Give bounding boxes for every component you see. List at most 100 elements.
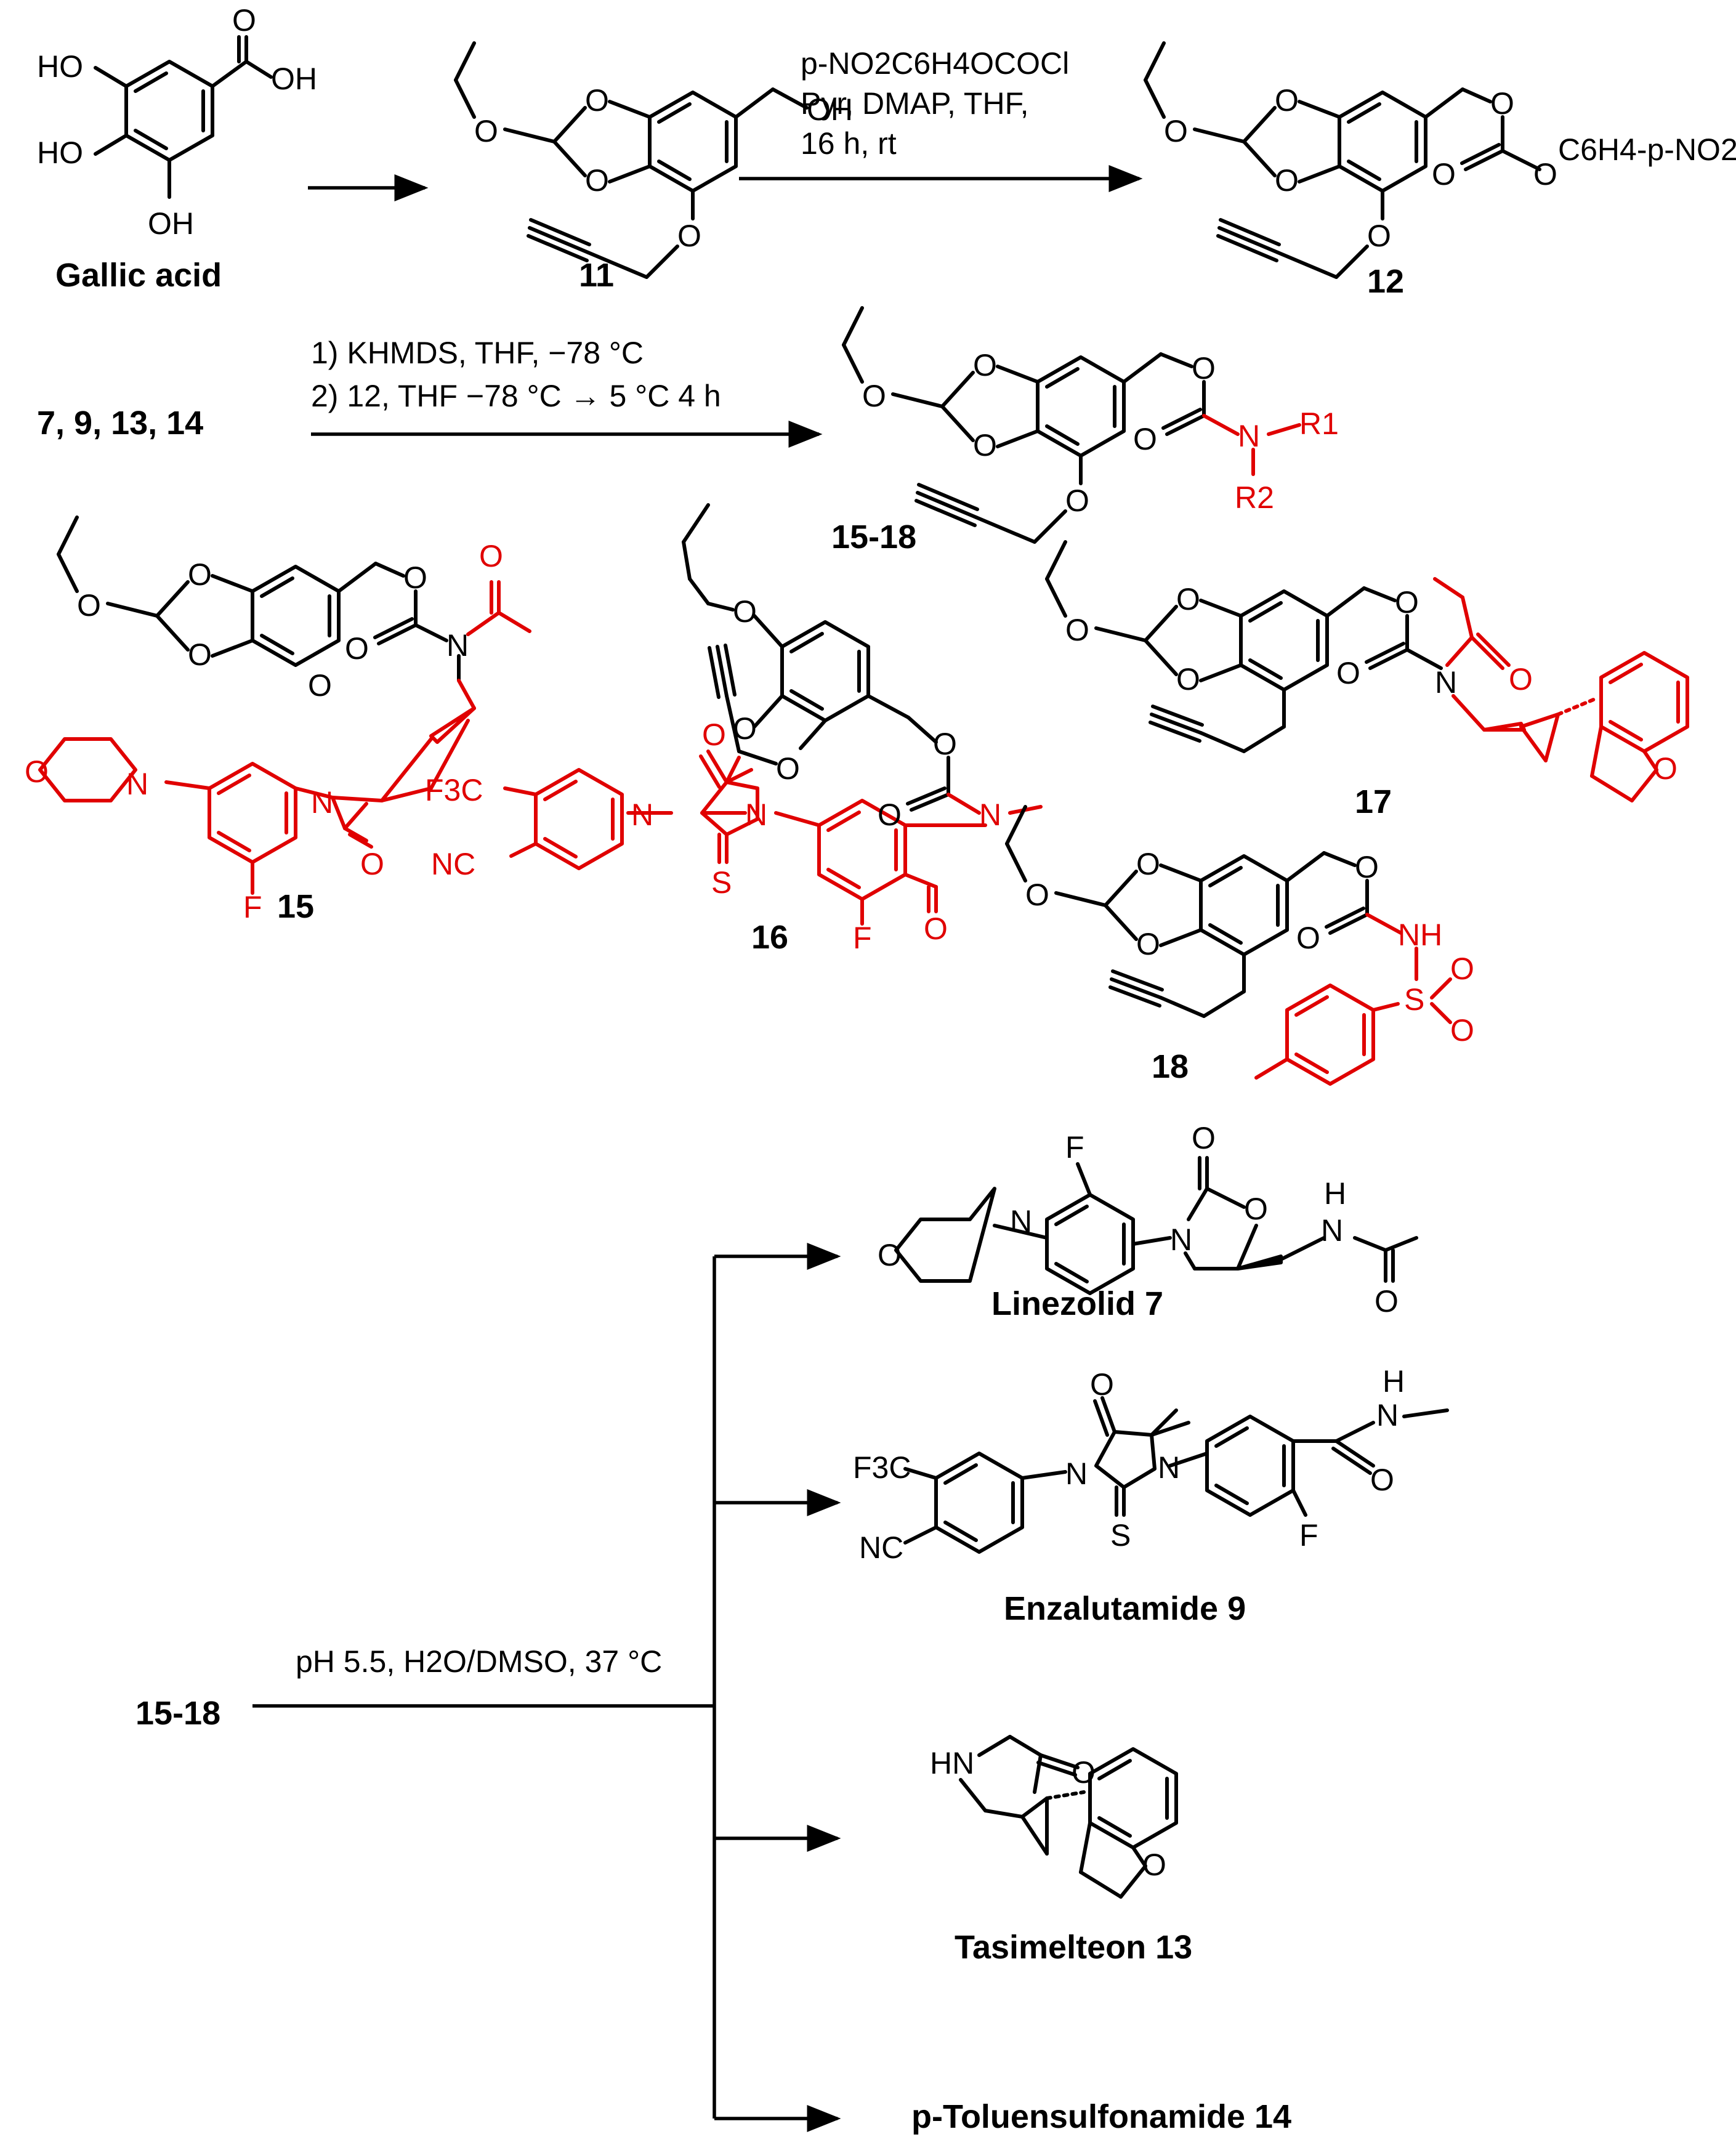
- atom-o: O: [188, 557, 212, 592]
- atom-f: F: [1065, 1130, 1084, 1165]
- atom-n: N: [745, 798, 767, 832]
- atom-o: O: [232, 3, 256, 38]
- atom-n: N: [126, 767, 148, 801]
- atom-n: N: [1435, 665, 1457, 700]
- atom-n: N: [1065, 1456, 1088, 1491]
- tasimelteon-structure: HN O O: [930, 1735, 1178, 1899]
- atom-o: O: [702, 717, 726, 752]
- atom-o: O: [862, 379, 886, 413]
- group-cf3: F3C: [853, 1450, 911, 1485]
- atom-ho: HO: [37, 135, 83, 170]
- atom-o: O: [1133, 422, 1157, 456]
- label-start-release: 15-18: [135, 1695, 220, 1732]
- atom-n: N: [631, 798, 653, 832]
- group-cf3: F3C: [425, 773, 483, 807]
- atom-h: H: [1383, 1364, 1405, 1399]
- atom-o: O: [733, 711, 757, 746]
- atom-o: O: [1370, 1463, 1394, 1497]
- atom-s: S: [1404, 982, 1424, 1017]
- atom-o: O: [403, 560, 427, 595]
- atom-o: O: [1653, 751, 1677, 786]
- atom-o: O: [1065, 483, 1089, 518]
- atom-o: O: [1450, 1013, 1474, 1048]
- atom-o: O: [479, 539, 503, 573]
- atom-nh: NH: [1398, 918, 1442, 952]
- atom-o: O: [1192, 351, 1216, 386]
- atom-o: O: [77, 588, 101, 623]
- atom-o: O: [1142, 1848, 1166, 1882]
- group-nitrile: NC: [859, 1530, 903, 1565]
- atom-o: O: [878, 798, 902, 832]
- atom-n: N: [311, 785, 333, 820]
- atom-o: O: [677, 219, 701, 253]
- label-tasimelteon: Tasimelteon 13: [955, 1929, 1192, 1966]
- atom-oh: OH: [807, 92, 853, 127]
- atom-n: N: [446, 628, 469, 663]
- atom-o: O: [776, 751, 800, 786]
- condition-step1-line3: 16 h, rt: [801, 126, 897, 161]
- atom-o: O: [308, 668, 332, 703]
- atom-o: O: [585, 83, 609, 118]
- atom-f: F: [1299, 1518, 1318, 1553]
- atom-o: O: [733, 594, 757, 629]
- condition-step1-line2: Pyr, DMAP, THF,: [801, 86, 1028, 121]
- compound-15-18-structure: O O O O O N R1 R2 O: [842, 306, 1339, 544]
- label-compound-17: 17: [1355, 783, 1392, 820]
- atom-n: N: [1170, 1222, 1192, 1257]
- atom-o: O: [1164, 114, 1188, 148]
- atom-o: O: [1176, 582, 1200, 616]
- atom-o: O: [1296, 921, 1320, 955]
- atom-o: O: [1072, 1755, 1096, 1790]
- atom-o: O: [474, 114, 498, 148]
- atom-o: O: [1192, 1121, 1216, 1155]
- atom-n: N: [1376, 1398, 1399, 1432]
- substituent-nitrophenyl: C6H4-p-NO2: [1558, 132, 1736, 167]
- atom-o: O: [1395, 585, 1419, 620]
- atom-o: O: [345, 631, 369, 666]
- atom-f: F: [243, 890, 262, 924]
- atom-o: O: [1509, 662, 1533, 697]
- atom-o: O: [924, 911, 948, 946]
- atom-o: O: [1450, 951, 1474, 986]
- substituent-r1: R1: [1299, 406, 1339, 441]
- atom-f: F: [853, 921, 872, 955]
- compound-12-structure: O O O O O O C6H4-p-NO2 O: [1144, 41, 1736, 279]
- atom-o: O: [973, 348, 997, 382]
- atom-n: N: [1158, 1450, 1180, 1485]
- label-linezolid: Linezolid 7: [991, 1285, 1163, 1322]
- atom-o: O: [1533, 157, 1557, 192]
- atom-o: O: [1090, 1367, 1114, 1402]
- atom-o: O: [878, 1238, 902, 1272]
- compound-11-structure: O O O OH O: [454, 41, 853, 279]
- label-toluensulfonamide: p-Toluensulfonamide 14: [911, 2098, 1291, 2135]
- label-compound-18: 18: [1152, 1048, 1189, 1085]
- atom-ho: HO: [37, 49, 83, 84]
- atom-o: O: [1275, 163, 1299, 198]
- condition-release: pH 5.5, H2O/DMSO, 37 °C: [296, 1644, 662, 1679]
- atom-o: O: [1176, 662, 1200, 697]
- atom-o: O: [585, 163, 609, 198]
- atom-o: O: [1432, 157, 1456, 192]
- atom-n: N: [979, 798, 1001, 832]
- atom-o: O: [1367, 219, 1391, 253]
- label-compound-12: 12: [1367, 263, 1404, 300]
- atom-n: N: [1321, 1213, 1343, 1248]
- gallic-acid-structure: O OH HO HO OH: [37, 3, 317, 241]
- enzalutamide-structure: N O S N H N O F F3C NC: [853, 1364, 1449, 1565]
- atom-h: H: [1324, 1176, 1346, 1211]
- atom-o: O: [1490, 86, 1514, 121]
- atom-o: O: [1136, 927, 1160, 961]
- compound-17-structure: O O O O O N O O: [1045, 540, 1689, 802]
- condition-step2-line2: 2) 12, THF −78 °C → 5 °C 4 h: [311, 379, 721, 413]
- atom-o: O: [1275, 83, 1299, 118]
- compound-18-structure: O O O O O NH S O O: [1005, 805, 1474, 1086]
- atom-o: O: [1136, 847, 1160, 881]
- label-compound-15: 15: [277, 888, 314, 925]
- atom-o: O: [973, 428, 997, 463]
- atom-oh: OH: [271, 62, 317, 96]
- label-gallic-acid: Gallic acid: [55, 257, 222, 294]
- atom-o: O: [188, 637, 212, 672]
- group-nitrile: NC: [431, 847, 475, 881]
- atom-o: O: [1025, 878, 1049, 912]
